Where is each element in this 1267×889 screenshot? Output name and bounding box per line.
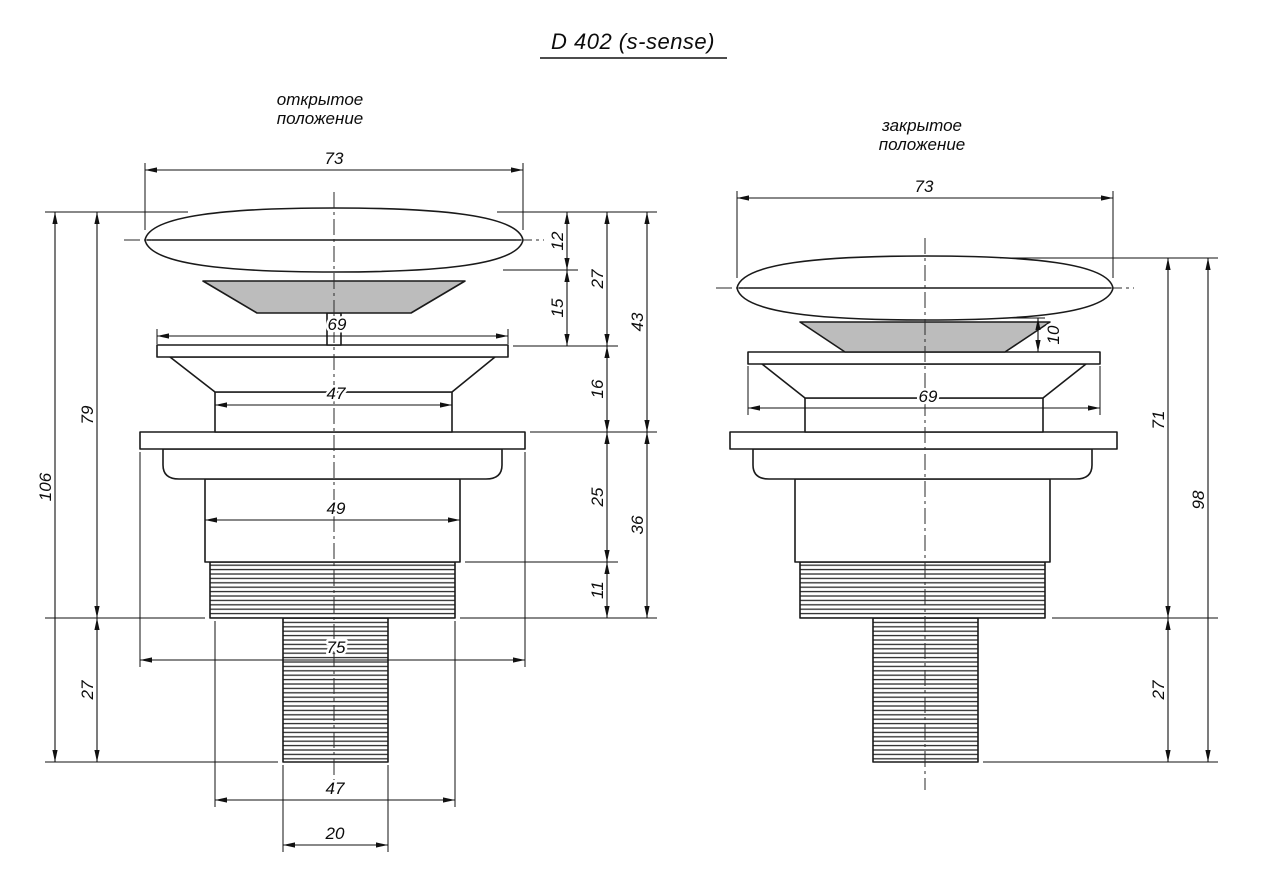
body-thread: [209, 561, 456, 619]
left-view-dimension-lines: [52, 167, 650, 848]
dim-cap-height: 12: [548, 231, 567, 250]
dim-tail-length-left: 27: [78, 680, 97, 700]
dim-cap-gap: 10: [1044, 325, 1063, 344]
dim-lower-total: 36: [628, 515, 647, 534]
right-view-extension-lines: [736, 191, 1218, 763]
dim-thread-section: 11: [588, 581, 607, 599]
seal-cone: [202, 280, 466, 314]
left-view-extension-lines: [45, 163, 657, 852]
dim-open-height: 79: [78, 405, 97, 424]
drawing-title: D 402 (s-sense): [551, 29, 715, 54]
flange-plate: [139, 431, 526, 450]
dim-tail-length-right: 27: [1149, 680, 1168, 700]
body-thread: [799, 561, 1046, 619]
flange-plate: [729, 431, 1118, 450]
dim-closed-height: 71: [1149, 411, 1168, 430]
right-view-label-line1: закрытое: [881, 116, 962, 135]
dim-plate-width-right: 69: [919, 387, 938, 406]
dim-cap-to-plate: 15: [548, 298, 567, 317]
dim-plate-width-left: 69: [328, 315, 347, 334]
dim-total-height-right: 98: [1189, 490, 1208, 509]
tailpipe-thread: [282, 617, 389, 763]
right-view: [729, 191, 1218, 763]
dim-cap-width-right: 73: [915, 177, 934, 196]
dim-neck-width-left: 47: [327, 384, 346, 403]
neck: [804, 397, 1044, 433]
valve-body: [794, 478, 1051, 563]
flange-shoulder: [752, 448, 1093, 480]
top-plate: [747, 351, 1101, 365]
dim-cap-width-left: 73: [325, 149, 344, 168]
dim-upper-total: 43: [628, 312, 647, 331]
centerlines: [124, 192, 1134, 790]
left-view-label-line2: положение: [277, 109, 364, 128]
dim-plate-section: 16: [588, 379, 607, 398]
dim-head-total: 27: [588, 269, 607, 289]
left-view: [45, 163, 657, 852]
labels: D 402 (s-sense) открытое положение закры…: [34, 27, 1211, 846]
dim-flange-width-left: 75: [327, 638, 346, 657]
right-view-dimension-lines: [737, 195, 1211, 762]
dim-body-width-left: 49: [327, 499, 346, 518]
dim-tail-width-left: 20: [325, 824, 345, 843]
seal-cone: [799, 321, 1051, 353]
top-plate: [156, 344, 509, 358]
dim-thread-width-left: 47: [326, 779, 345, 798]
flange-shoulder: [162, 448, 503, 480]
dim-total-height-left: 106: [36, 472, 55, 501]
dim-body-section: 25: [588, 487, 607, 507]
left-view-label-line1: открытое: [277, 90, 364, 109]
left-view-geometry: [139, 207, 526, 763]
right-view-label-line2: положение: [879, 135, 966, 154]
